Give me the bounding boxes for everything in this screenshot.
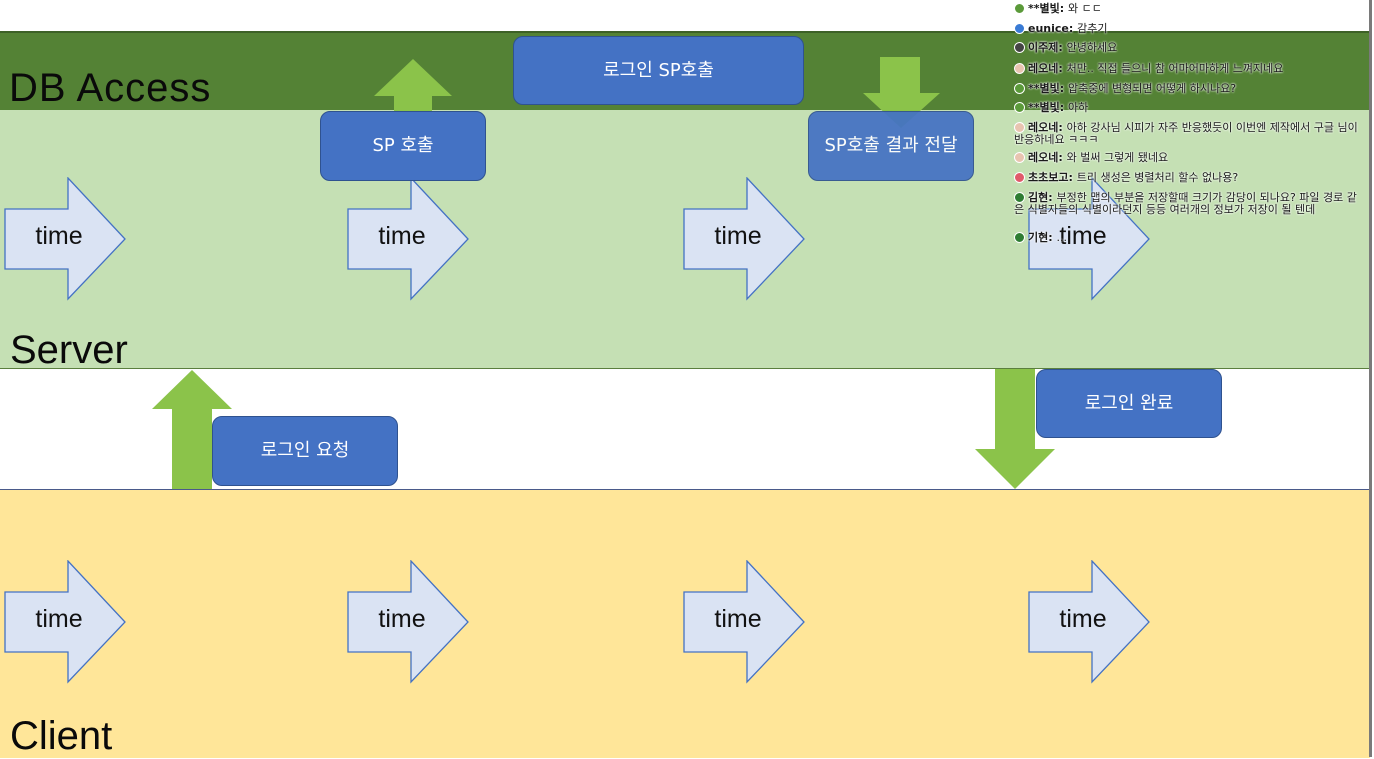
chat-username: 기현: [1028,231,1057,244]
db-access-label: DB Access [9,66,212,110]
time-label: time [35,605,83,633]
chat-message: **별빛: 와 ㄷㄷ [1014,3,1366,15]
chat-message: **별빛: 압축중에 변형되면 어떻게 하시나요? [1014,83,1366,95]
chat-username: 초초보고: [1028,171,1077,184]
chat-message: 레오네: 아하 강사님 시피가 자주 반응했듯이 이번엔 제작에서 구글 님이 … [1014,122,1366,146]
chat-text: 와 ㄷㄷ [1067,2,1102,15]
time-label: time [378,605,426,633]
chat-username: **별빛: [1028,2,1068,15]
time-label: time [378,222,426,250]
chat-username: **별빛: [1028,101,1068,114]
time-label: time [714,605,762,633]
chat-username: 레오네: [1028,121,1067,134]
client-time-arrow: time [683,560,807,684]
sp-call-up-arrow [373,58,453,114]
sp-result-down-arrow [862,57,942,129]
time-arrow-icon [347,560,469,684]
time-arrow-icon [4,177,126,301]
user-avatar-icon [1014,3,1025,14]
time-label: time [1059,605,1107,633]
chat-text: 처만.. 직접 들으니 참 어마어마하게 느껴지네요 [1066,62,1284,75]
chat-message: 레오네: 와 벌써 그렇게 됐네요 [1014,152,1366,164]
user-avatar-icon [1014,83,1025,94]
arrow-up-icon [374,59,452,113]
chat-message: 기현: ... [1014,232,1366,244]
chat-username: eunice: [1028,22,1078,35]
server-time-arrow: time [683,177,807,301]
user-avatar-icon [1014,63,1025,74]
chat-username: 이주제: [1028,41,1067,54]
chat-message: **별빛: 아하 [1014,102,1366,114]
chat-text: 압축중에 변형되면 어떻게 하시나요? [1067,82,1237,95]
client-time-arrow: time [1028,560,1152,684]
chat-username: 레오네: [1028,62,1067,75]
server-time-arrow: time [4,177,128,301]
client-time-arrow: time [347,560,471,684]
slide-right-edge [1369,0,1372,757]
chat-message: eunice: 감추기 [1014,23,1366,35]
time-label: time [1059,222,1107,250]
lane-divider [0,31,1370,32]
chat-text: 아하 강사님 시피가 자주 반응했듯이 이번엔 제작에서 구글 님이 반응하네요… [1014,121,1358,146]
login-complete-box: 로그인 완료 [1036,369,1222,438]
server-time-arrow: time [1028,177,1152,301]
chat-username: **별빛: [1028,82,1068,95]
time-label: time [35,222,83,250]
login-request-box: 로그인 요청 [212,416,398,486]
time-arrow-icon [4,560,126,684]
chat-text: 부정한 맵의 부분을 저장할때 크기가 감당이 되나요? 파일 경로 같은 식별… [1014,191,1357,216]
user-avatar-icon [1014,152,1025,163]
chat-text: 감추기 [1077,22,1108,35]
arrow-down-icon [975,369,1055,489]
user-avatar-icon [1014,122,1025,133]
login-complete-down-arrow [974,369,1056,490]
server-label: Server [10,328,128,372]
user-avatar-icon [1014,42,1025,53]
chat-username: 김현: [1028,191,1057,204]
sp-result-box: SP호출 결과 전달 [808,111,974,181]
server-time-arrow: time [347,177,471,301]
chat-message: 김현: 부정한 맵의 부분을 저장할때 크기가 감당이 되나요? 파일 경로 같… [1014,192,1366,216]
sp-call-box: SP 호출 [320,111,486,181]
time-arrow-icon [1028,560,1150,684]
user-avatar-icon [1014,192,1025,203]
chat-text: ... [1056,231,1067,244]
user-avatar-icon [1014,102,1025,113]
client-time-arrow: time [4,560,128,684]
user-avatar-icon [1014,232,1025,243]
login-sp-call-box: 로그인 SP호출 [513,36,804,105]
time-arrow-icon [1028,177,1150,301]
user-avatar-icon [1014,172,1025,183]
chat-text: 안녕하세요 [1066,41,1118,54]
chat-message: 이주제: 안녕하세요 [1014,42,1366,54]
chat-username: 레오네: [1028,151,1067,164]
time-arrow-icon [683,560,805,684]
user-avatar-icon [1014,23,1025,34]
chat-message: 레오네: 처만.. 직접 들으니 참 어마어마하게 느껴지네요 [1014,63,1366,75]
time-arrow-icon [347,177,469,301]
arrow-down-icon [863,57,940,128]
chat-text: 와 벌써 그렇게 됐네요 [1066,151,1169,164]
chat-text: 아하 [1067,101,1089,114]
chat-text: 트리 생성은 병렬처리 할수 없나용? [1076,171,1239,184]
chat-message: 초초보고: 트리 생성은 병렬처리 할수 없나용? [1014,172,1366,184]
time-label: time [714,222,762,250]
client-label: Client [10,714,113,758]
time-arrow-icon [683,177,805,301]
